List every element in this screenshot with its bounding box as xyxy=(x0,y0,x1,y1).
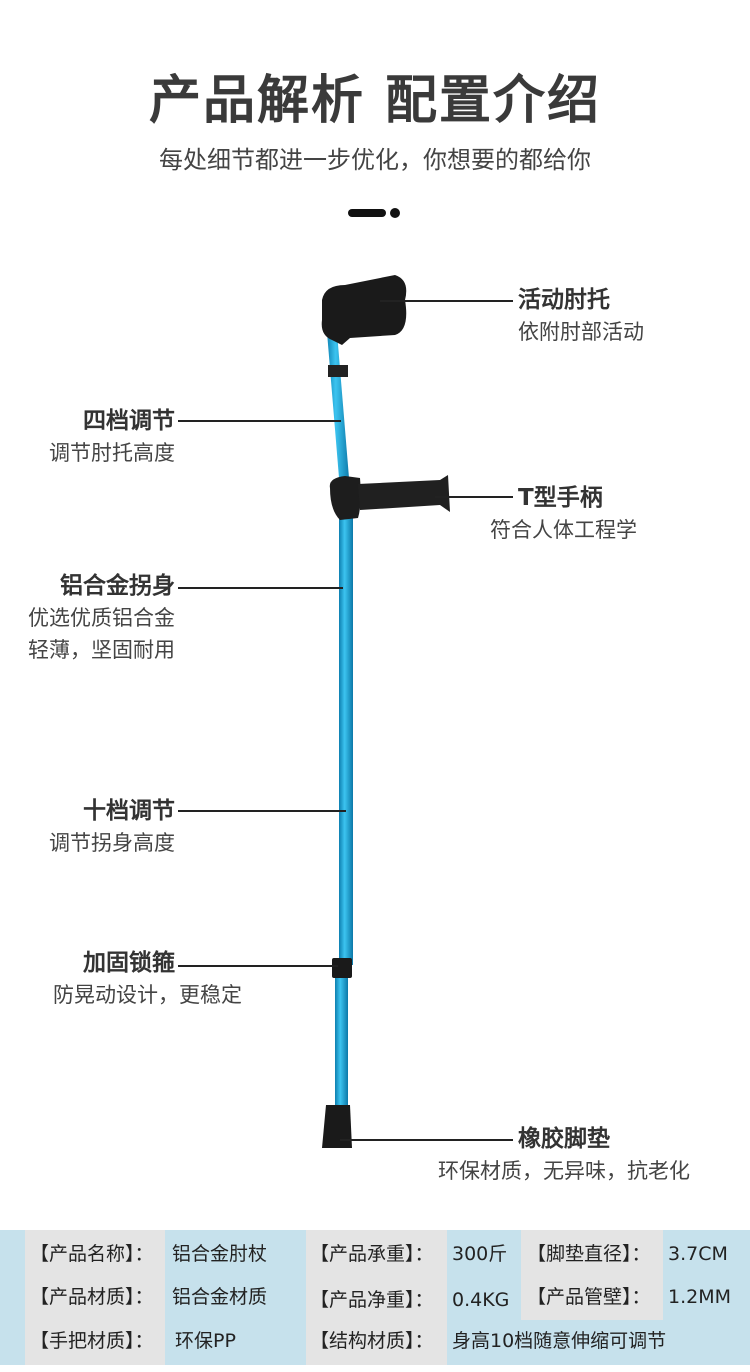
annotation-body: 铝合金拐身 优选优质铝合金 轻薄，坚固耐用 xyxy=(28,570,175,666)
spec-label: 【产品材质】： xyxy=(30,1286,154,1308)
spec-label: 【产品名称】： xyxy=(30,1243,154,1265)
spec-value: 3.7CM xyxy=(668,1243,728,1265)
rubber-foot xyxy=(322,1105,352,1148)
leader-line xyxy=(340,1139,513,1141)
leader-line xyxy=(178,420,341,422)
annotation-foot: 橡胶脚垫 环保材质，无异味，抗老化 xyxy=(438,1123,690,1187)
annotation-desc: 调节拐身高度 xyxy=(49,831,175,855)
annotation-title: 铝合金拐身 xyxy=(60,573,175,599)
divider-dot xyxy=(390,208,400,218)
annotation-elbow: 活动肘托 依附肘部活动 xyxy=(518,284,644,348)
lower-tube xyxy=(335,975,348,1110)
page-title: 产品解析 配置介绍 xyxy=(148,71,602,131)
annotation-title: 十档调节 xyxy=(83,798,175,824)
annotation-desc: 符合人体工程学 xyxy=(490,518,637,542)
spec-value: 身高10档随意伸缩可调节 xyxy=(452,1330,667,1352)
annotation-title: 加固锁箍 xyxy=(83,950,175,976)
annotation-title: 四档调节 xyxy=(83,408,175,434)
annotation-title: T型手柄 xyxy=(518,485,603,511)
spec-label: 【手把材质】： xyxy=(30,1330,154,1352)
spec-label: 【产品管壁】： xyxy=(527,1286,651,1308)
leader-line xyxy=(178,810,346,812)
upper-tube xyxy=(326,320,350,490)
annotation-title: 橡胶脚垫 xyxy=(518,1126,610,1152)
divider-dash xyxy=(348,209,386,217)
spec-label: 【脚垫直径】： xyxy=(527,1243,651,1265)
spec-value: 铝合金肘杖 xyxy=(172,1243,268,1265)
annotation-ten-level: 十档调节 调节拐身高度 xyxy=(49,795,175,859)
collar-upper xyxy=(328,365,348,377)
annotation-lock: 加固锁箍 防晃动设计，更稳定 xyxy=(53,947,242,1011)
spec-value: 铝合金材质 xyxy=(172,1286,268,1308)
annotation-desc: 环保材质，无异味，抗老化 xyxy=(438,1159,690,1183)
annotation-title: 活动肘托 xyxy=(518,287,610,313)
spec-table: 【产品名称】： 铝合金肘杖 【产品承重】： 300斤 【脚垫直径】： 3.7CM… xyxy=(0,1230,750,1365)
spec-label: 【结构材质】： xyxy=(310,1330,434,1352)
spec-label: 【产品净重】： xyxy=(310,1289,434,1311)
annotation-desc: 依附肘部活动 xyxy=(518,320,644,344)
page-subtitle: 每处细节都进一步优化，你想要的都给你 xyxy=(159,146,591,174)
leader-line xyxy=(435,496,513,498)
spec-value: 环保PP xyxy=(175,1330,236,1352)
spec-value: 0.4KG xyxy=(452,1289,510,1311)
annotation-desc: 防晃动设计，更稳定 xyxy=(53,983,242,1007)
leader-line xyxy=(178,587,343,589)
cell-bg xyxy=(306,1230,447,1365)
leader-line xyxy=(178,965,338,967)
elbow-cuff xyxy=(321,275,407,345)
annotation-desc: 调节肘托高度 xyxy=(49,441,175,465)
spec-label: 【产品承重】： xyxy=(310,1243,434,1265)
spec-value: 300斤 xyxy=(452,1243,508,1265)
annotation-desc: 轻薄，坚固耐用 xyxy=(28,638,175,662)
spec-value: 1.2MM xyxy=(668,1286,732,1308)
handle-joint xyxy=(329,476,361,520)
annotation-desc: 优选优质铝合金 xyxy=(28,606,175,630)
cell-bg xyxy=(25,1230,165,1365)
lock-collar xyxy=(332,958,352,978)
crutch-image xyxy=(321,275,450,1148)
annotation-four-level: 四档调节 调节肘托高度 xyxy=(49,405,175,469)
leader-line xyxy=(380,300,513,302)
shaft xyxy=(339,505,353,965)
cell-bg xyxy=(521,1230,663,1320)
t-handle xyxy=(358,475,450,512)
annotation-handle: T型手柄 符合人体工程学 xyxy=(490,482,637,546)
